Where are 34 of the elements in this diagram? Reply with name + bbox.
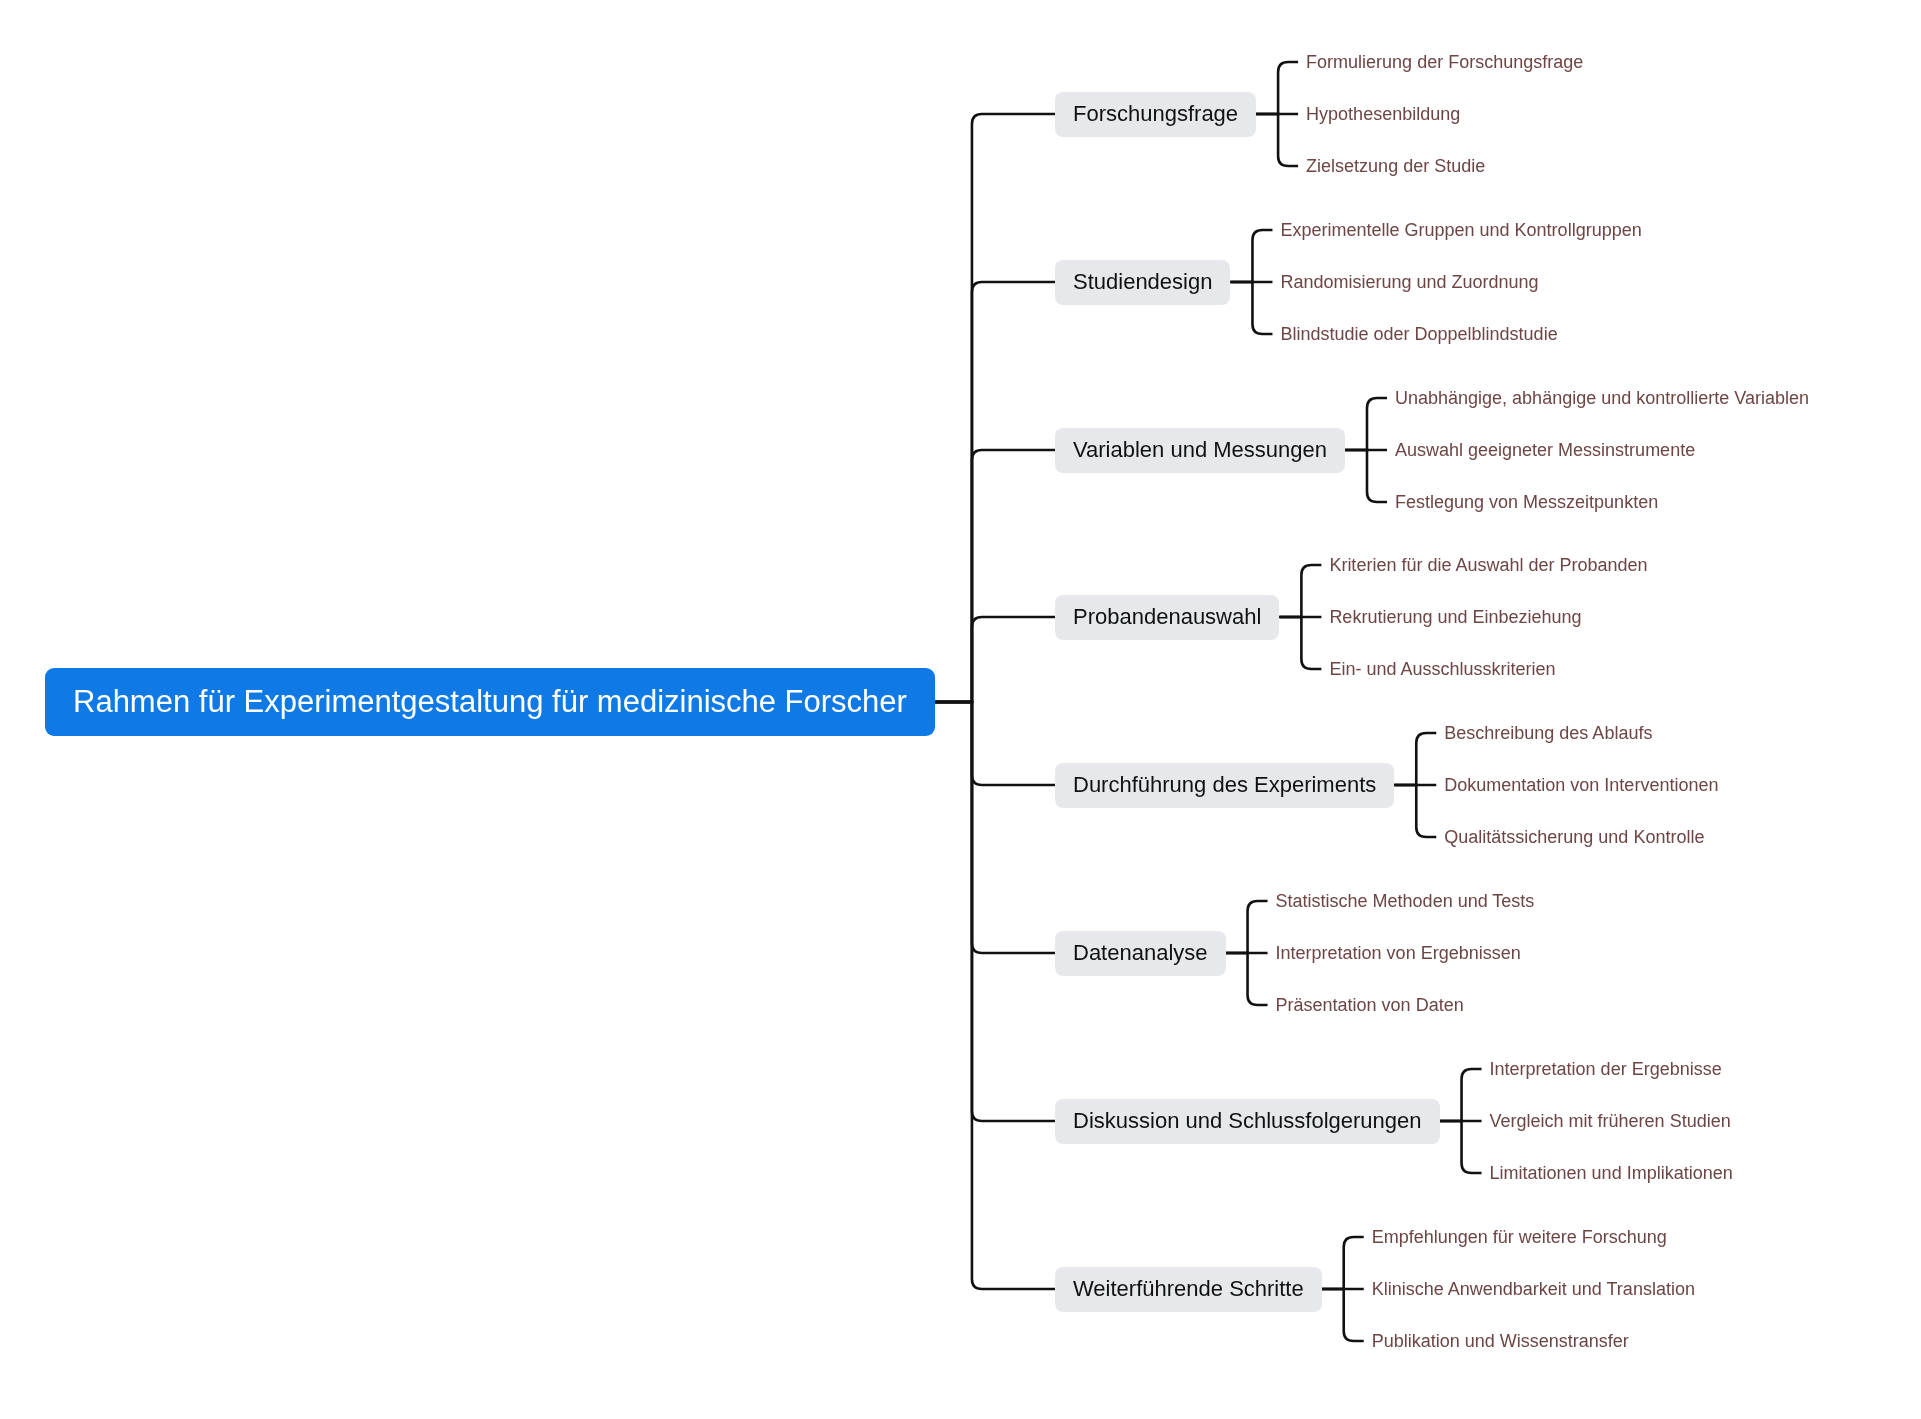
topic-box: Forschungsfrage — [1055, 91, 1257, 137]
subtopic-text: Kriterien für die Auswahl der Probanden — [1329, 552, 1648, 578]
topic-box: Datenanalyse — [1055, 930, 1226, 976]
subtopic-text: Randomisierung und Zuordnung — [1280, 269, 1539, 295]
subtopic-text: Ein- und Ausschlusskriterien — [1329, 656, 1556, 682]
connector-line — [934, 700, 1055, 1291]
subtopic-text: Qualitätssicherung und Kontrolle — [1444, 824, 1705, 850]
topic-box: Studiendesign — [1055, 259, 1231, 305]
topic-box: Weiterführende Schritte — [1055, 1266, 1322, 1312]
subtopic-text: Interpretation der Ergebnisse — [1489, 1056, 1722, 1082]
subtopic-text: Unabhängige, abhängige und kontrollierte Variablen — [1395, 385, 1809, 411]
subtopic-text: Zielsetzung der Studie — [1306, 153, 1486, 179]
subtopic-text: Festlegung von Messzeitpunkten — [1395, 489, 1659, 515]
subtopic-text: Blindstudie oder Doppelblindstudie — [1280, 321, 1558, 347]
topic-box: Diskussion und Schlussfolgerungen — [1055, 1098, 1440, 1144]
subtopic-text: Beschreibung des Ablaufs — [1444, 720, 1653, 746]
subtopic-text: Statistische Methoden und Tests — [1275, 888, 1535, 914]
subtopic-text: Experimentelle Gruppen und Kontrollgruppen — [1280, 217, 1642, 243]
subtopic-text: Interpretation von Ergebnissen — [1275, 940, 1521, 966]
central-topic: Rahmen für Experimentgestaltung für medizinische Forscher — [45, 668, 935, 736]
subtopic-text: Vergleich mit früheren Studien — [1489, 1108, 1731, 1134]
subtopic-text: Publikation und Wissenstransfer — [1371, 1328, 1629, 1354]
topic-box: Probandenauswahl — [1055, 594, 1280, 640]
subtopic-text: Limitationen und Implikationen — [1489, 1160, 1733, 1186]
subtopic-text: Dokumentation von Interventionen — [1444, 772, 1719, 798]
subtopic-text: Auswahl geeigneter Messinstrumente — [1395, 437, 1696, 463]
subtopic-text: Klinische Anwendbarkeit und Translation — [1371, 1276, 1695, 1302]
topic-box: Durchführung des Experiments — [1055, 762, 1395, 808]
subtopic-text: Empfehlungen für weitere Forschung — [1371, 1224, 1667, 1250]
topic-box: Variablen und Messungen — [1055, 427, 1345, 473]
subtopic-text: Rekrutierung und Einbeziehung — [1329, 604, 1582, 630]
subtopic-text: Hypothesenbildung — [1306, 101, 1461, 127]
subtopic-text: Präsentation von Daten — [1275, 992, 1464, 1018]
subtopic-text: Formulierung der Forschungsfrage — [1306, 49, 1584, 75]
